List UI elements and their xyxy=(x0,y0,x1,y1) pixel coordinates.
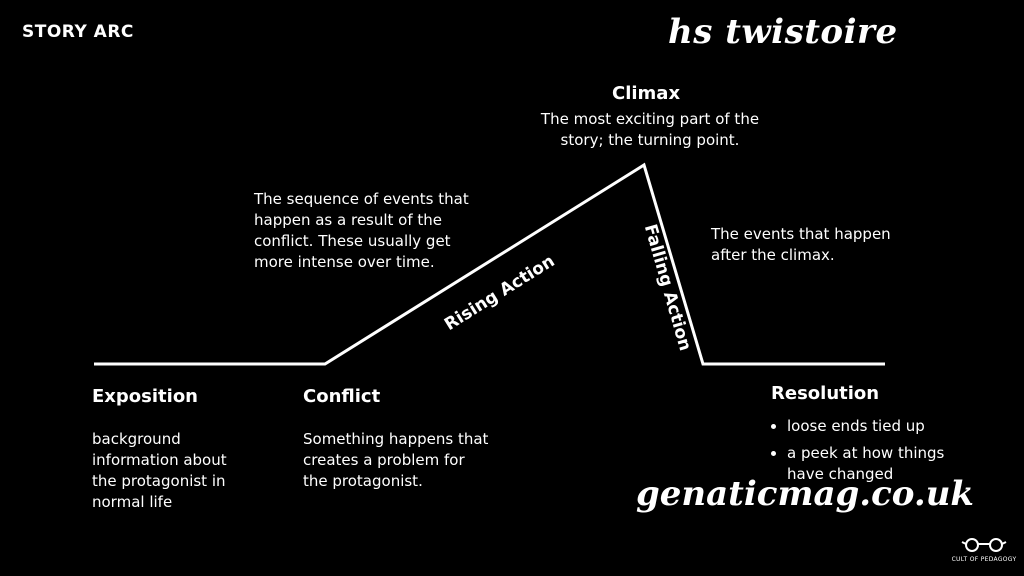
conflict-title: Conflict xyxy=(303,386,381,407)
watermark-bottom: genaticmag.co.uk xyxy=(636,474,974,514)
list-item: loose ends tied up xyxy=(787,416,969,437)
brand-text: CULT OF PEDAGOGY xyxy=(951,556,1017,563)
page-title: STORY ARC xyxy=(22,22,134,42)
resolution-title: Resolution xyxy=(771,383,880,404)
conflict-description: Something happens that creates a problem… xyxy=(303,430,489,490)
list-item: a peek at how things have changed xyxy=(787,443,969,485)
glasses-icon xyxy=(961,538,1007,552)
brand-logo: CULT OF PEDAGOGY xyxy=(950,536,1018,563)
watermark-top: hs twistoire xyxy=(668,12,898,52)
rising-action-description: The sequence of events that happen as a … xyxy=(254,190,469,271)
exposition-description: background information about the protago… xyxy=(92,430,227,511)
exposition-title: Exposition xyxy=(92,386,198,407)
falling-action-description: The events that happen after the climax. xyxy=(711,225,891,264)
resolution-list: loose ends tied up a peek at how things … xyxy=(769,416,969,491)
climax-description: The most exciting part of the story; the… xyxy=(540,110,760,149)
climax-title: Climax xyxy=(612,83,681,104)
